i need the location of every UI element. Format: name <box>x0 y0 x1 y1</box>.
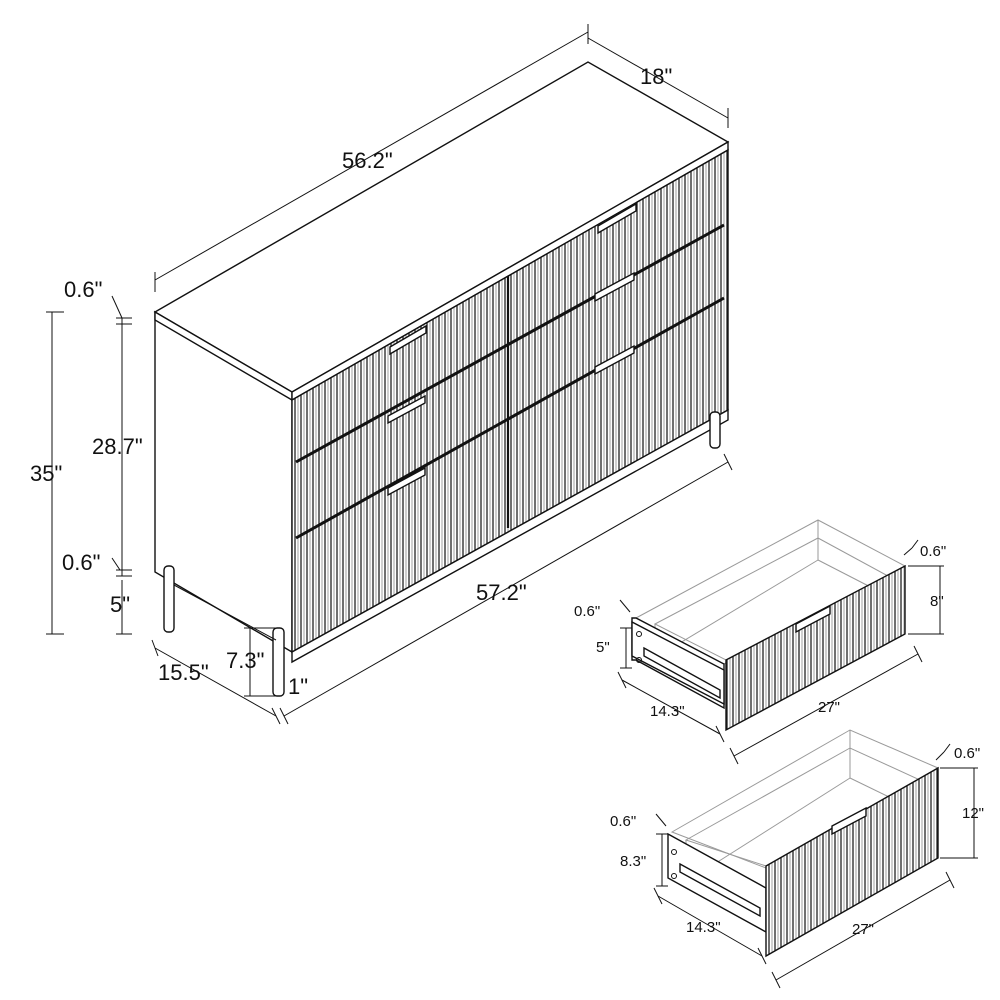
large-drawer-depth-label: 14.3" <box>686 919 721 936</box>
leg-clearance-label: 5" <box>110 592 130 617</box>
leg-diameter-label: 1" <box>288 674 308 699</box>
total-height-label: 35" <box>30 461 62 486</box>
dresser-drawing <box>153 61 730 697</box>
small-drawer-drawing <box>617 519 944 765</box>
top-thickness-label: 0.6" <box>64 277 102 302</box>
small-drawer-front <box>725 564 906 732</box>
leg-height-label: 7.3" <box>226 648 264 673</box>
small-drawer-side-height-label: 5" <box>596 639 610 656</box>
top-width-label: 56.2" <box>342 148 393 173</box>
large-drawer-front-thickness-label: 0.6" <box>954 745 980 762</box>
large-drawer-front-height-label: 12" <box>962 805 984 822</box>
case-height-label: 28.7" <box>92 434 143 459</box>
dresser-legs <box>163 411 721 697</box>
small-drawer-side-thickness-label: 0.6" <box>574 603 600 620</box>
large-drawer-width-label: 27" <box>852 921 874 938</box>
large-drawer-front <box>765 766 939 958</box>
overall-width-label: 57.2" <box>476 580 527 605</box>
small-drawer-front-height-label: 8" <box>930 593 944 610</box>
top-depth-label: 18" <box>640 64 672 89</box>
large-drawer-side-height-label: 8.3" <box>620 853 646 870</box>
large-drawer-drawing <box>653 729 978 989</box>
drawer-handles <box>387 202 637 497</box>
dresser-dimension-lines <box>46 24 733 725</box>
small-drawer-width-label: 27" <box>818 699 840 716</box>
bottom-panel-label: 0.6" <box>62 550 100 575</box>
overall-depth-label: 15.5" <box>158 660 209 685</box>
small-drawer-depth-label: 14.3" <box>650 703 685 720</box>
large-drawer-side-thickness-label: 0.6" <box>610 813 636 830</box>
small-drawer-front-thickness-label: 0.6" <box>920 543 946 560</box>
